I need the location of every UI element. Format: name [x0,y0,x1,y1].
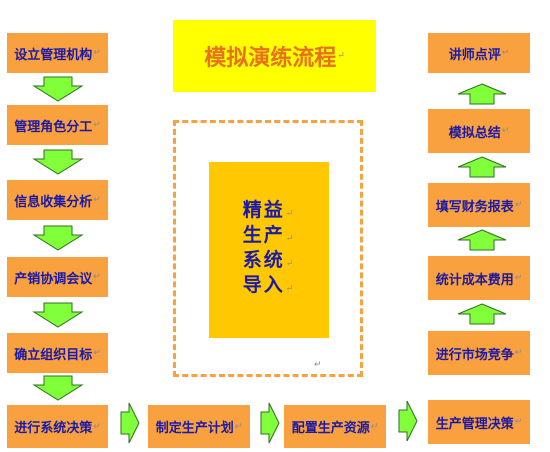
paragraph-mark: ↵ [93,421,101,432]
paragraph-mark: ↵ [514,348,523,358]
diagram-title: 模拟演练流程↵ [173,20,376,92]
center-line-text: 系统 [242,249,285,271]
center-line-text: 导入 [242,274,285,296]
step-label: 管理角色分工 [14,119,93,135]
up-arrow-icon [457,303,507,325]
up-arrow-icon [457,156,507,178]
paragraph-mark: ↵ [93,272,101,282]
paragraph-mark: ↵ [234,421,243,432]
step-box-right: 讲师点评↵ [428,33,530,73]
step-label: 进行市场竞争 [435,347,514,363]
step-label: 配置生产资源 [291,421,370,436]
down-arrow-icon [32,302,84,328]
step-box-right: 统计成本费用↵ [428,256,530,300]
paragraph-mark: ↵ [337,51,345,61]
step-label: 生产管理决策 [435,416,514,432]
center-line: 精益↵ [243,200,296,225]
step-box-left: 信息收集分析↵ [7,180,108,220]
down-arrow-icon [32,149,84,175]
step-box-right: 模拟总结↵ [428,109,530,153]
right-arrow-icon [398,400,418,442]
paragraph-mark: ↵ [93,120,101,130]
paragraph-mark: ↵ [501,126,510,136]
right-arrow-icon [260,402,280,444]
paragraph-mark: ↵ [370,421,379,432]
step-label: 讲师点评 [448,47,501,63]
center-line-text: 生产 [242,224,285,246]
center-box: 精益↵ 生产↵ 系统↵ 导入↵ [209,162,329,338]
right-arrow-icon [120,402,140,444]
paragraph-mark: ↵ [93,195,101,205]
step-label: 确立组织目标 [14,347,93,363]
paragraph-mark: ↵ [514,200,523,210]
step-box-bottom: 配置生产资源↵ [284,405,386,448]
step-box-left: 产销协调会议↵ [7,257,108,297]
step-box-right: 填写财务报表↵ [428,183,530,227]
paragraph-mark: ↵ [514,273,523,283]
title-text: 模拟演练流程 [204,45,337,71]
up-arrow-icon [457,229,507,251]
paragraph-mark: ↵ [501,48,510,58]
paragraph-mark: ↵ [285,234,296,244]
step-label: 统计成本费用 [435,272,514,288]
step-box-left: 设立管理机构↵ [7,33,108,73]
down-arrow-icon [32,375,84,401]
center-line-text: 精益 [242,199,285,221]
paragraph-mark: ↵ [93,348,101,358]
paragraph-mark: ↵ [93,48,101,58]
step-box-bottom: 制定生产计划↵ [148,405,250,448]
paragraph-mark: ↵ [314,360,322,370]
center-line: 系统↵ [243,250,296,275]
paragraph-mark: ↵ [285,209,296,219]
paragraph-mark: ↵ [285,284,296,294]
step-box-left: 管理角色分工↵ [7,105,108,145]
step-box-left: 确立组织目标↵ [7,333,108,373]
paragraph-mark: ↵ [285,259,296,269]
step-box-right: 生产管理决策↵ [428,400,530,444]
step-label: 进行系统决策 [14,421,93,436]
down-arrow-icon [32,225,84,251]
up-arrow-icon [457,83,507,105]
down-arrow-icon [32,76,84,102]
step-label: 设立管理机构 [14,47,93,63]
dashed-frame [173,120,363,377]
step-box-right: 进行市场竞争↵ [428,331,530,375]
step-box-left: 进行系统决策↵ [7,405,108,448]
center-line: 生产↵ [243,225,296,250]
step-label: 制定生产计划 [155,421,234,436]
step-label: 填写财务报表 [435,199,514,215]
center-line: 导入↵ [243,275,296,300]
step-label: 模拟总结 [448,125,501,141]
step-label: 信息收集分析 [14,194,93,210]
paragraph-mark: ↵ [514,417,523,427]
step-label: 产销协调会议 [14,271,93,287]
